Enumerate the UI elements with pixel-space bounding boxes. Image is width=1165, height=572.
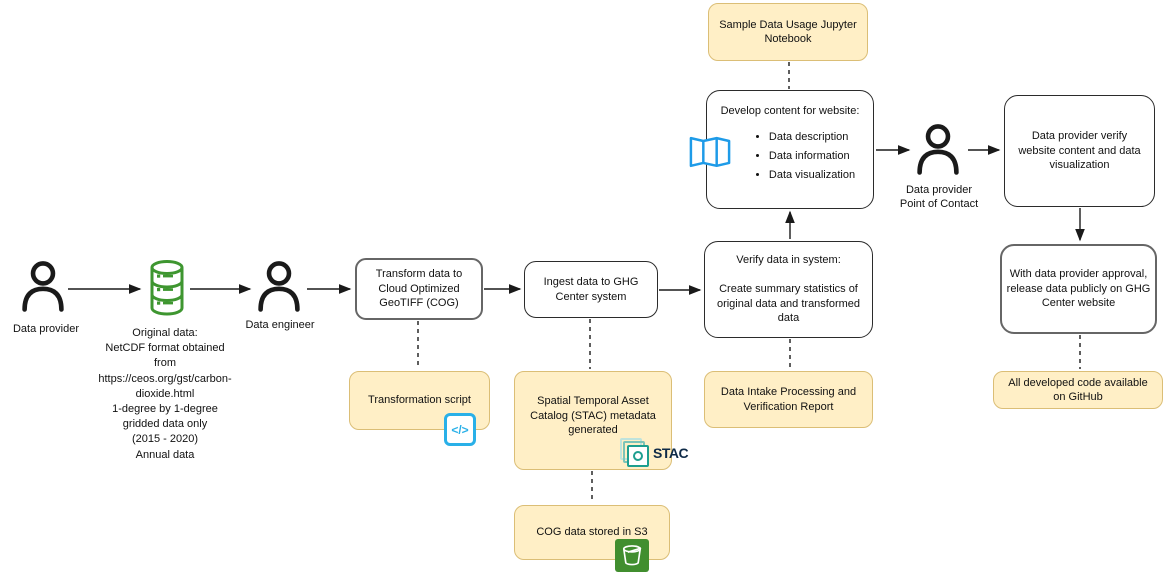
person-icon [258,261,300,312]
transformation-script-box: Transformation script [349,371,490,430]
map-icon [689,136,731,168]
code-icon: </> [444,413,476,446]
s3-bucket-icon [615,539,649,572]
ingest-data-box: Ingest data to GHG Center system [524,261,658,318]
develop-content-bullets: Data description Data information Data v… [725,130,855,187]
intake-report-box: Data Intake Processing and Verification … [704,371,873,428]
poc-label: Data provider Point of Contact [899,184,979,210]
release-data-box: With data provider approval, release dat… [1000,244,1157,334]
stac-logo-text: STAC [653,445,689,461]
person-icon [22,261,64,312]
bullet-item: Data information [769,149,855,163]
bullet-item: Data visualization [769,168,855,182]
verify-data-box: Verify data in system: Create summary st… [704,241,873,338]
database-icon [150,260,184,316]
stac-logo: STAC [620,438,689,468]
bullet-item: Data description [769,130,855,144]
person-icon [917,124,959,175]
develop-content-title: Develop content for website: [720,105,860,117]
poc-verify-box: Data provider verify website content and… [1004,95,1155,207]
sample-notebook-box: Sample Data Usage Jupyter Notebook [708,3,868,61]
stac-logo-icon [620,438,650,468]
data-engineer-label: Data engineer [245,319,315,331]
develop-content-box: Develop content for website: Data descri… [706,90,874,209]
data-provider-label: Data provider [12,323,80,335]
original-data-label: Original data: NetCDF format obtained fr… [98,327,232,461]
transform-data-box: Transform data to Cloud Optimized GeoTIF… [355,258,483,320]
github-box: All developed code available on GitHub [993,371,1163,409]
